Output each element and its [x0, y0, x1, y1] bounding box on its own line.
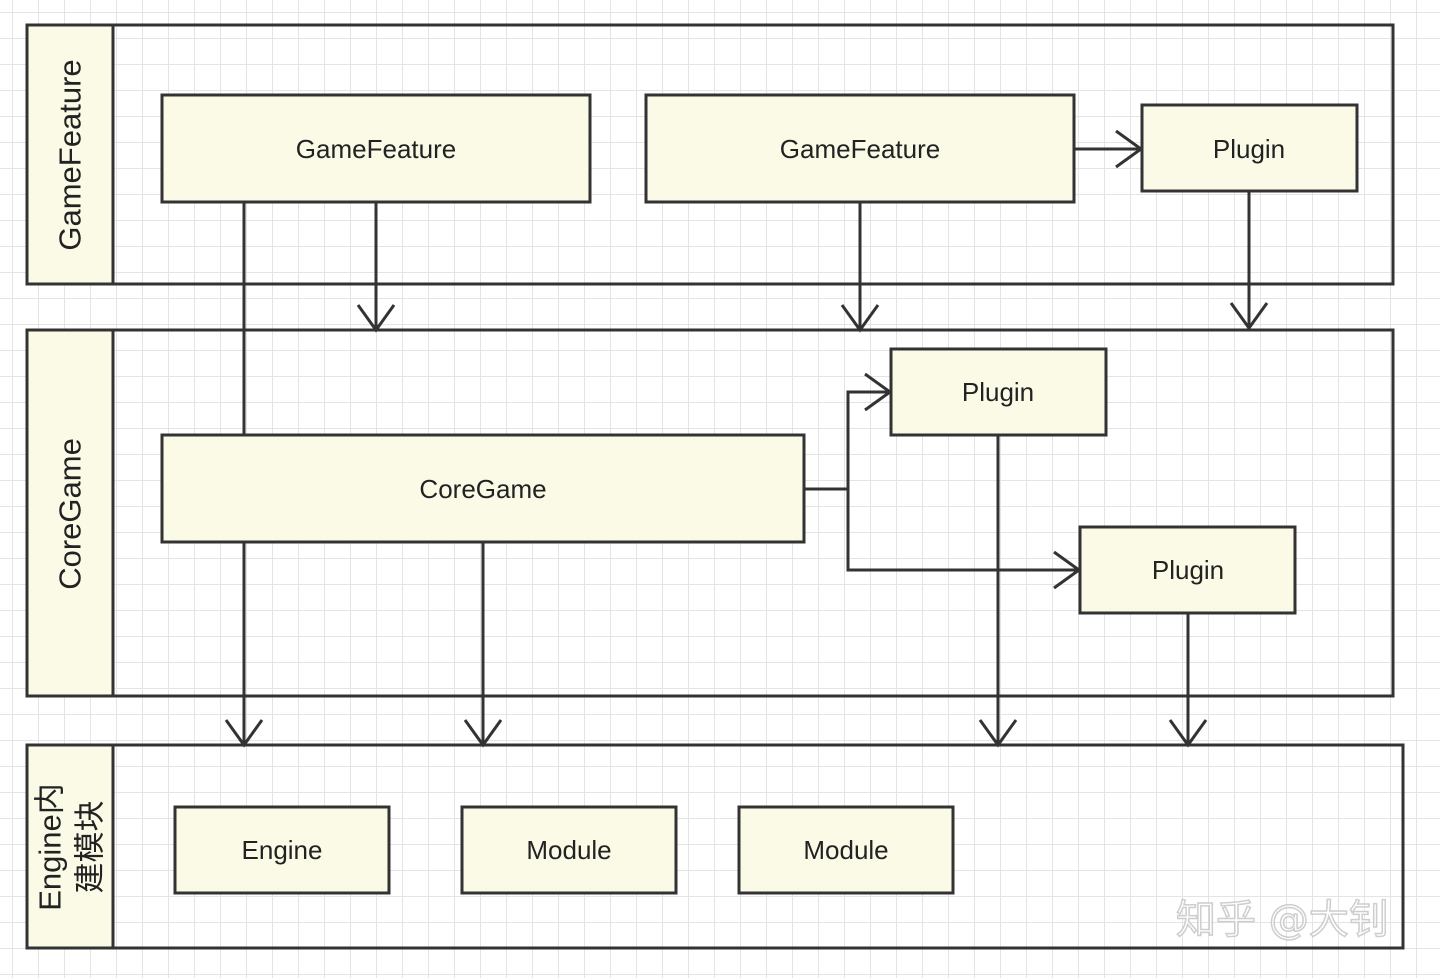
arrowhead-coregame-from-gf-plugin — [1229, 302, 1269, 331]
node-module-2-box — [737, 805, 955, 895]
arrowhead-coregame-from-gf1 — [356, 304, 396, 333]
node-cg-plugin-2-box — [1078, 525, 1297, 615]
edge-coregame-to-cg-plugin1 — [846, 390, 890, 489]
node-engine-box — [173, 805, 391, 895]
arrowhead-engine-from-gf1 — [224, 719, 264, 748]
lane-gamefeature: GameFeature — [25, 23, 1395, 286]
node-gamefeature-1: GameFeature — [160, 93, 592, 204]
lane-gamefeature-title: GameFeature — [53, 59, 88, 250]
node-gamefeature-2-label: GameFeature — [780, 134, 940, 164]
arrowhead-engine-from-coregame — [463, 719, 503, 748]
node-module-1-box — [460, 805, 678, 895]
node-gamefeature-1-label: GameFeature — [296, 134, 456, 164]
lane-engine-title-line2: 建模块 — [73, 801, 108, 894]
node-engine-label: Engine — [242, 835, 323, 865]
watermark-text: 知乎 @大钊 — [1176, 897, 1389, 943]
node-coregame-label: CoreGame — [419, 474, 546, 504]
lane-coregame-title: CoreGame — [53, 438, 88, 590]
node-coregame-box — [160, 433, 806, 544]
node-cg-plugin-1: Plugin — [889, 347, 1108, 437]
node-module-2-label: Module — [803, 835, 888, 865]
lane-engine-title-line1: Engine内 — [33, 783, 68, 911]
node-cg-plugin-1-box — [889, 347, 1108, 437]
lane-coregame-header — [25, 328, 115, 698]
node-cg-plugin-2-label: Plugin — [1152, 555, 1224, 585]
lane-gamefeature-header — [25, 23, 115, 286]
lane-engine-header — [25, 743, 115, 950]
node-cg-plugin-2: Plugin — [1078, 525, 1297, 615]
lane-engine: Engine内 建模块 — [25, 743, 1405, 950]
node-cg-plugin-1-label: Plugin — [962, 377, 1034, 407]
arrowhead-coregame-from-gf2 — [840, 304, 880, 333]
node-gf-plugin-label: Plugin — [1213, 134, 1285, 164]
node-gf-plugin: Plugin — [1140, 103, 1359, 193]
node-module-1: Module — [460, 805, 678, 895]
node-gf-plugin-box — [1140, 103, 1359, 193]
arrowhead-engine-from-cg-plugin2 — [1168, 719, 1208, 748]
node-engine: Engine — [173, 805, 391, 895]
node-gamefeature-1-box — [160, 93, 592, 204]
lane-coregame: CoreGame — [25, 328, 1395, 698]
node-coregame: CoreGame — [160, 433, 806, 544]
arrowhead-engine-from-cg-plugin1 — [978, 719, 1018, 748]
node-gamefeature-2-box — [644, 93, 1076, 204]
node-gamefeature-2: GameFeature — [644, 93, 1076, 204]
node-module-2: Module — [737, 805, 955, 895]
edge-coregame-to-cg-plugin2 — [846, 489, 1079, 572]
node-module-1-label: Module — [526, 835, 611, 865]
